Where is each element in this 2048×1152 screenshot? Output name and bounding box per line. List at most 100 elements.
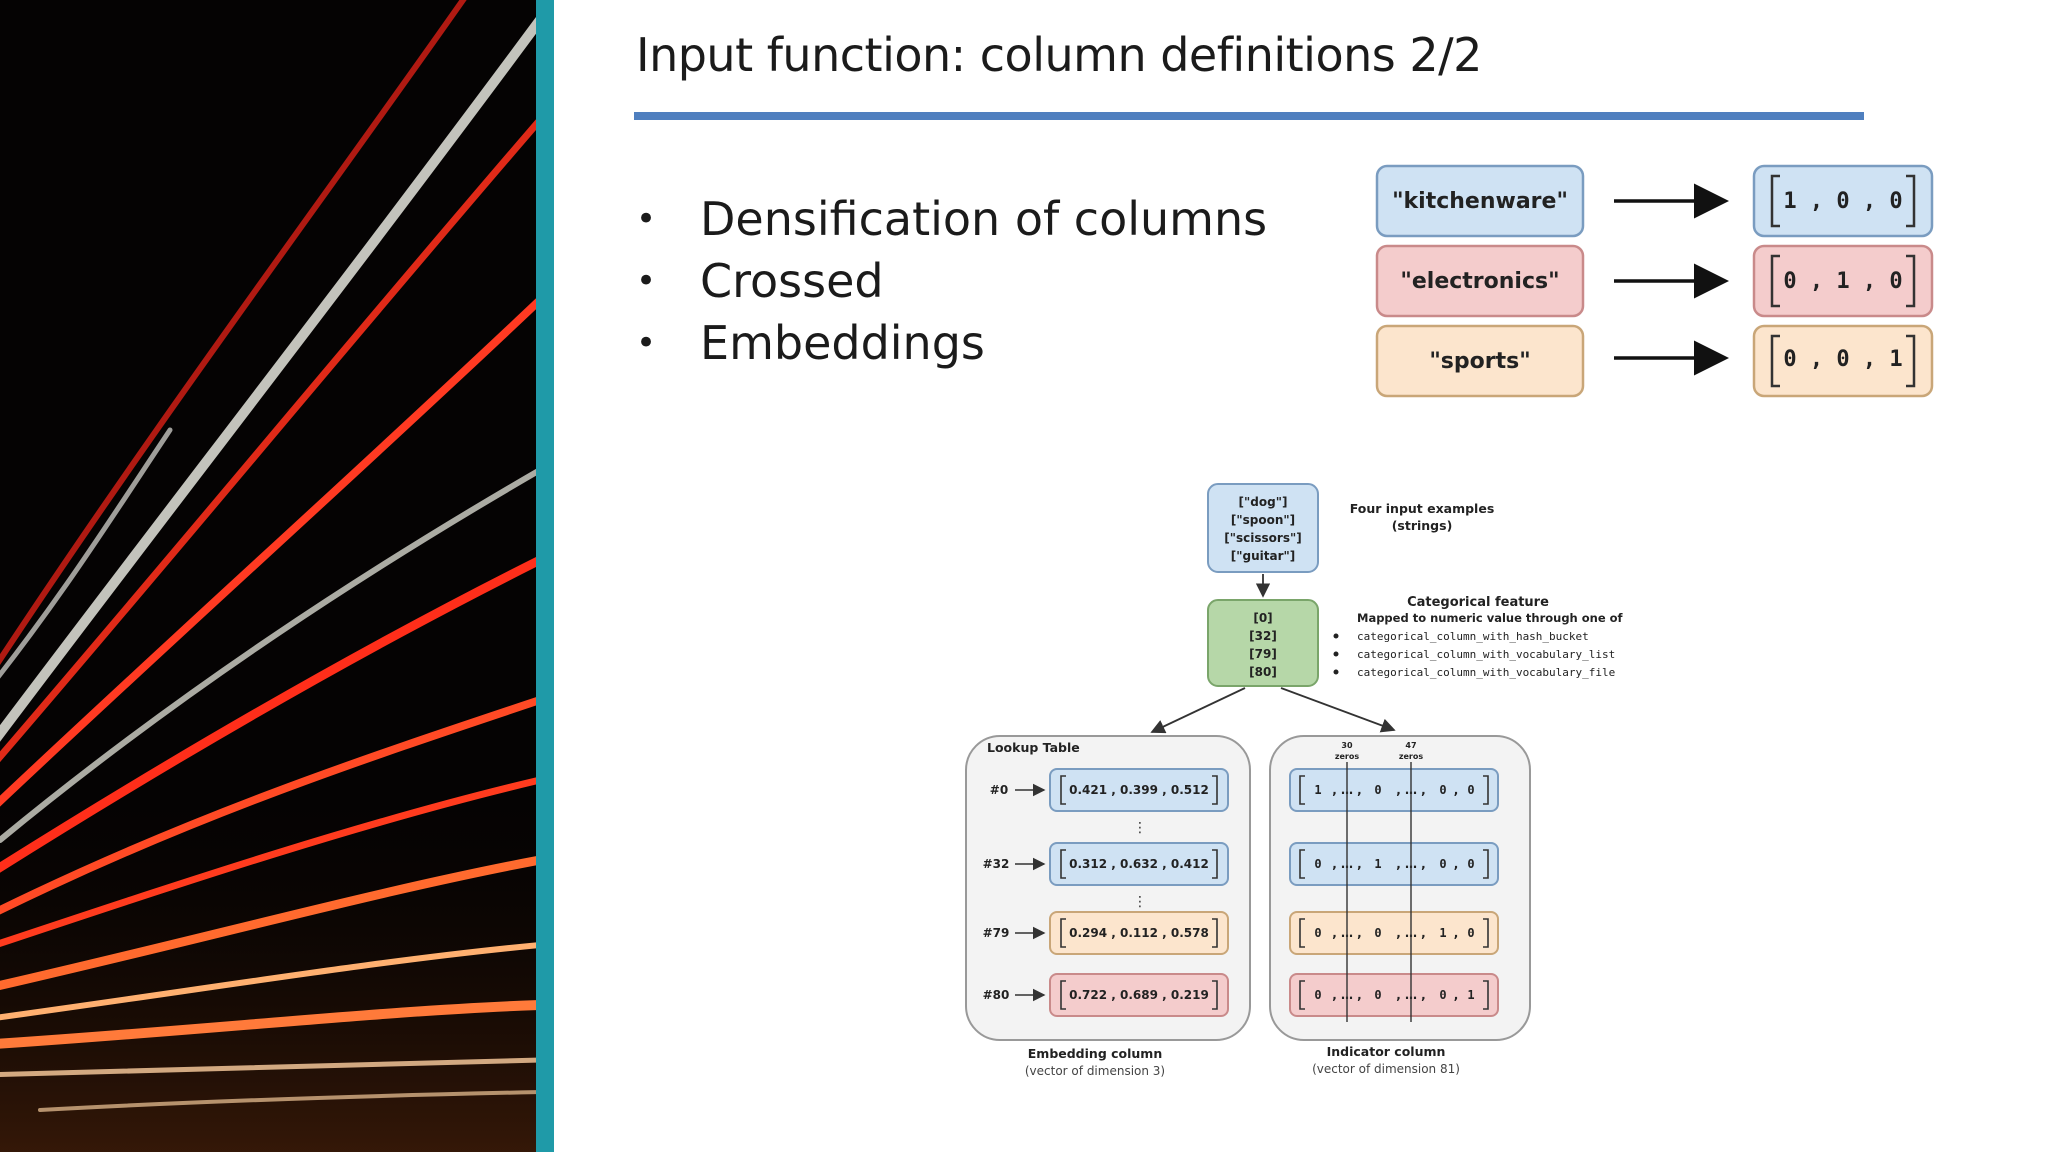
arrow-icon (1280, 687, 1396, 733)
indicator-value: 0 (1467, 857, 1474, 871)
bracket-left (1299, 849, 1305, 879)
indicator-row: 0 , … , 0 , … , 1 , 0 (1289, 911, 1499, 955)
category-label: "sports" (1429, 349, 1530, 374)
bullet-text: Embeddings (700, 316, 985, 370)
embedding-row: #32 0.312 , 0.632 , 0.412 (983, 842, 1229, 886)
bracket-left (1770, 174, 1780, 228)
zeros-label: zeros (1399, 752, 1424, 761)
bracket-left (1299, 918, 1305, 948)
input-example: ["scissors"] (1224, 531, 1301, 545)
title-underline (634, 112, 1864, 120)
categorical-note-subtitle: Mapped to numeric value through one of (1357, 611, 1624, 625)
indicator-caption: Indicator column (1327, 1044, 1446, 1059)
embedding-caption-sub: (vector of dimension 3) (1025, 1064, 1165, 1078)
categorical-note-item: categorical_column_with_hash_bucket (1357, 630, 1589, 643)
light-trails-photo (0, 0, 536, 1152)
indicator-separator: , (1454, 988, 1459, 1002)
bracket-left (1060, 775, 1066, 805)
indicator-vector-box (1289, 973, 1499, 1017)
categorical-value: [32] (1249, 629, 1277, 643)
indicator-value: 0 (1374, 783, 1381, 797)
categorical-box (1207, 599, 1319, 687)
bracket-left (1060, 918, 1066, 948)
bullet-item: • Crossed (634, 250, 1267, 312)
embedding-row: #80 0.722 , 0.689 , 0.219 (983, 973, 1229, 1017)
indicator-vector-box (1289, 911, 1499, 955)
slide-title: Input function: column definitions 2/2 (636, 28, 1482, 82)
category-box (1375, 324, 1585, 398)
bullet-dot-icon: • (636, 199, 657, 239)
indicator-value: 0 (1439, 783, 1446, 797)
indicator-separator: , (1454, 926, 1459, 940)
embedding-caption: Embedding column (1028, 1046, 1162, 1061)
input-example: ["dog"] (1239, 495, 1288, 509)
bracket-left (1299, 980, 1305, 1010)
row-index: #32 (983, 857, 1010, 871)
one-hot-row: "electronics" 0 , 1 , 0 (1375, 244, 1934, 318)
input-examples-box (1207, 483, 1319, 573)
categorical-note-item: categorical_column_with_vocabulary_list (1357, 648, 1615, 661)
indicator-separator: , (1454, 783, 1459, 797)
embedding-row: #0 0.421 , 0.399 , 0.512 (990, 768, 1229, 812)
zeros-label: zeros (1335, 752, 1360, 761)
categorical-value: [79] (1249, 647, 1277, 661)
vector-box (1752, 324, 1934, 398)
indicator-value: 1 (1439, 926, 1446, 940)
bracket-left (1770, 254, 1780, 308)
row-index: #79 (983, 926, 1010, 940)
bracket-left (1299, 775, 1305, 805)
bracket-right (1212, 849, 1218, 879)
indicator-value: 0 (1374, 926, 1381, 940)
bracket-left (1770, 334, 1780, 388)
bullet-item: •Densification of columns (634, 188, 1267, 250)
indicator-value: 0 (1314, 857, 1321, 871)
embedding-values: 0.294 , 0.112 , 0.578 (1069, 926, 1209, 940)
vector-values: 0 , 1 , 0 (1783, 269, 1902, 294)
category-label: "kitchenware" (1392, 189, 1568, 214)
embedding-values: 0.722 , 0.689 , 0.219 (1069, 988, 1209, 1002)
categorical-value: [0] (1253, 611, 1272, 625)
indicator-row: 0 , … , 1 , … , 0 , 0 (1289, 842, 1499, 886)
indicator-value: 0 (1439, 857, 1446, 871)
indicator-value: 1 (1374, 857, 1381, 871)
bracket-right (1212, 918, 1218, 948)
bracket-right (1906, 174, 1916, 228)
indicator-value: 0 (1467, 926, 1474, 940)
indicator-row: 1 , … , 0 , … , 0 , 0 (1289, 768, 1499, 812)
row-index: #0 (990, 783, 1008, 797)
bracket-right (1483, 849, 1489, 879)
one-hot-row: "kitchenware" 1 , 0 , 0 (1375, 164, 1934, 238)
input-note: (strings) (1392, 518, 1453, 533)
vector-values: 0 , 0 , 1 (1783, 347, 1902, 372)
accent-bar (536, 0, 554, 1152)
bullet-text: Crossed (700, 254, 884, 308)
bracket-right (1483, 980, 1489, 1010)
embedding-vector-box (1049, 842, 1229, 886)
input-example: ["guitar"] (1231, 549, 1295, 563)
zeros-label: 30 (1341, 741, 1353, 750)
input-example: ["spoon"] (1231, 513, 1295, 527)
embedding-values: 0.312 , 0.632 , 0.412 (1069, 857, 1209, 871)
embedding-vector-box (1049, 768, 1229, 812)
bracket-right (1483, 918, 1489, 948)
bullet-dot-icon (1333, 651, 1339, 657)
indicator-value: 1 (1314, 783, 1321, 797)
categorical-note-title: Categorical feature (1407, 595, 1549, 610)
bracket-right (1906, 334, 1916, 388)
vector-box (1752, 164, 1934, 238)
embedding-vector-box (1049, 973, 1229, 1017)
zeros-label: 47 (1405, 741, 1416, 750)
ellipsis-icon: ⋮ (1133, 894, 1147, 910)
lookup-table-title: Lookup Table (987, 740, 1080, 755)
bullet-list: •Densification of columns • Crossed • Embe… (634, 188, 1267, 374)
category-box (1375, 164, 1585, 238)
bullet-dot-icon: • (636, 261, 657, 301)
row-index: #80 (983, 988, 1010, 1002)
indicator-caption-sub: (vector of dimension 81) (1312, 1062, 1460, 1076)
indicator-vector-box (1289, 768, 1499, 812)
embedding-vector-box (1049, 911, 1229, 955)
bracket-right (1906, 254, 1916, 308)
bullet-dot-icon (1333, 669, 1339, 675)
categorical-value: [80] (1249, 665, 1277, 679)
